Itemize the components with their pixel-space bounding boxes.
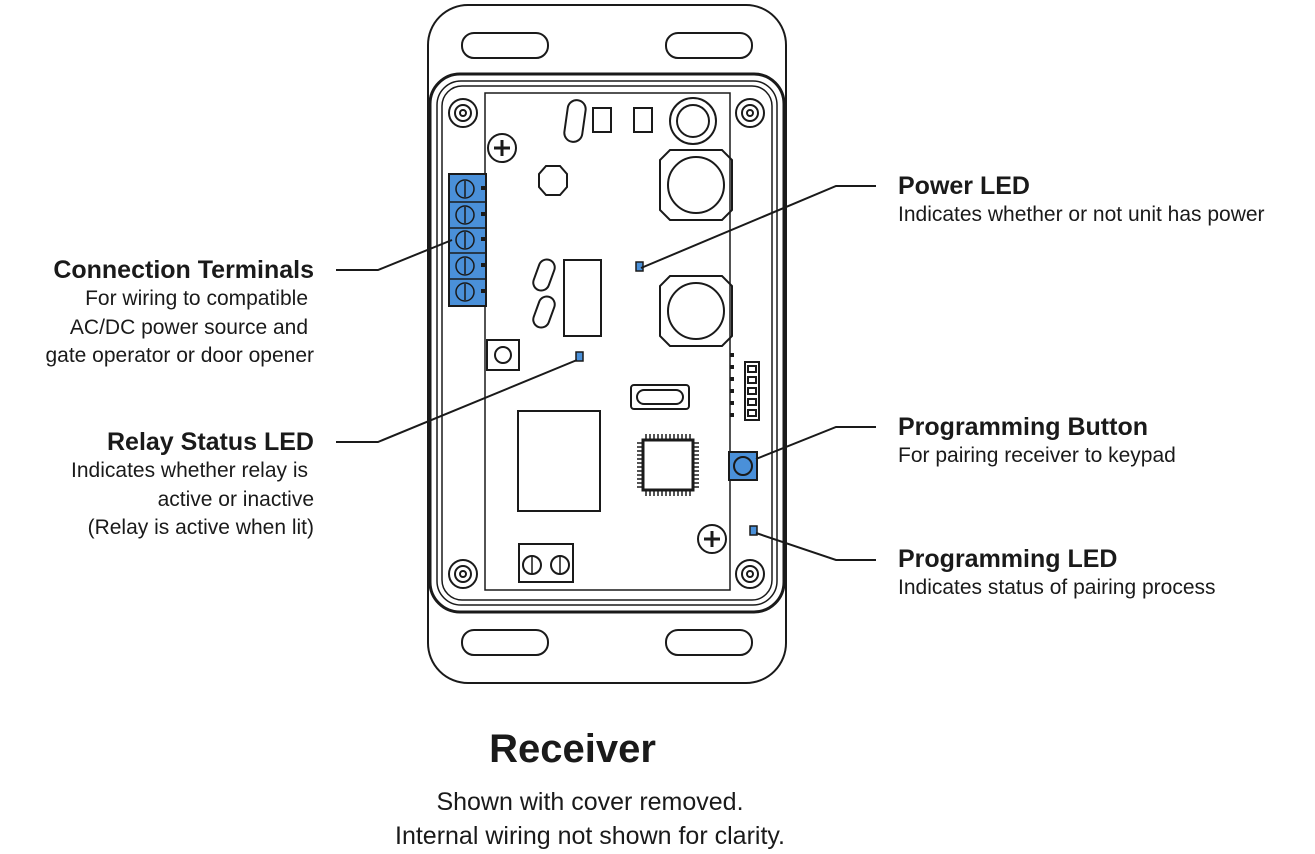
mounting-slot	[665, 32, 753, 59]
relay-status-led-title: Relay Status LED	[106, 428, 314, 456]
relay-status-led-callout: Relay Status LED Indicates whether relay…	[71, 427, 314, 543]
relay-status-led	[575, 351, 584, 362]
leader-line-connection-terminals	[336, 239, 453, 271]
leader-line-relay-status-led	[336, 359, 578, 443]
corner-screw	[448, 98, 478, 128]
caption-line-2: Internal wiring not shown for clarity.	[395, 822, 785, 850]
relay-status-led-desc-3: (Relay is active when lit)	[87, 516, 314, 539]
connection-terminals-desc-3: gate operator or door opener	[45, 344, 314, 367]
microcontroller-chip	[641, 438, 695, 492]
power-led-callout: Power LED Indicates whether or not unit …	[898, 171, 1265, 230]
enclosure-body	[428, 72, 786, 614]
leader-line-programming-led	[755, 532, 876, 561]
connection-terminals-block	[448, 173, 487, 307]
corner-screw	[448, 559, 478, 589]
programming-led	[749, 525, 758, 536]
programming-led-callout: Programming LED Indicates status of pair…	[898, 544, 1216, 603]
corner-screw	[735, 559, 765, 589]
programming-led-title: Programming LED	[898, 545, 1118, 573]
board-screw	[697, 524, 727, 554]
power-led	[635, 261, 644, 272]
programming-led-desc: Indicates status of pairing process	[898, 576, 1216, 599]
mounting-slot	[665, 629, 753, 656]
power-led-desc: Indicates whether or not unit has power	[898, 203, 1265, 226]
connection-terminals-title: Connection Terminals	[53, 256, 314, 284]
programming-button	[728, 451, 758, 481]
caption-title: Receiver	[489, 727, 656, 771]
mounting-slot	[461, 32, 549, 59]
connection-terminals-callout: Connection Terminals For wiring to compa…	[45, 255, 314, 371]
programming-button-callout: Programming Button For pairing receiver …	[898, 412, 1176, 471]
board-screw	[487, 133, 517, 163]
leader-line-programming-button	[755, 426, 876, 460]
leader-line-power-led	[640, 185, 876, 269]
relay-status-led-desc-1: Indicates whether relay is	[71, 459, 308, 482]
relay-status-led-desc-2: active or inactive	[157, 487, 314, 511]
corner-screw	[735, 98, 765, 128]
power-led-title: Power LED	[898, 172, 1030, 200]
connection-terminals-desc-1: For wiring to compatible	[85, 287, 308, 310]
programming-button-title: Programming Button	[898, 413, 1148, 441]
programming-button-desc: For pairing receiver to keypad	[898, 444, 1176, 467]
connection-terminals-desc-2: AC/DC power source and	[69, 315, 308, 339]
caption-line-1: Shown with cover removed.	[436, 788, 744, 816]
relay-component	[563, 259, 602, 337]
enclosure-outline	[427, 4, 787, 684]
circuit-board	[484, 92, 731, 591]
mounting-slot	[461, 629, 549, 656]
